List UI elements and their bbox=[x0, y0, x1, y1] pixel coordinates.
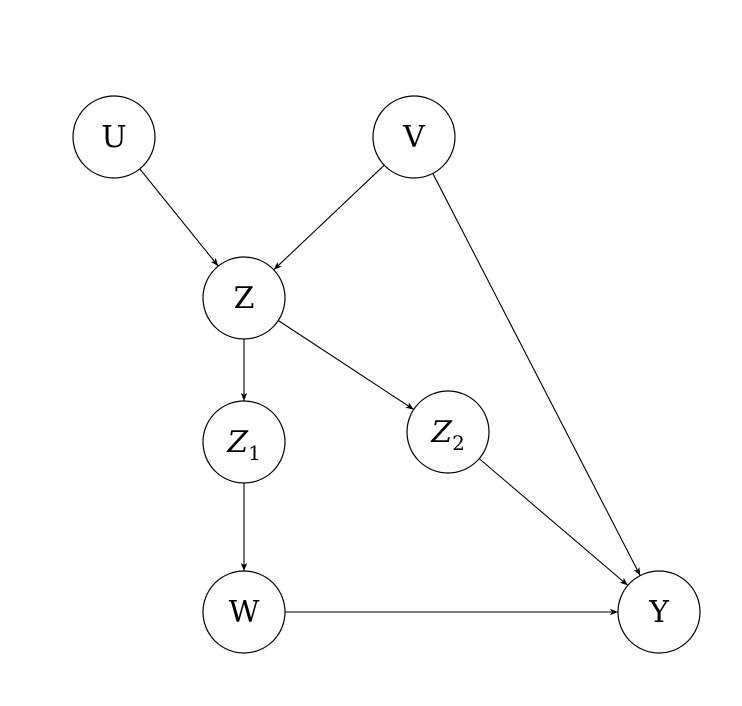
node-w: W bbox=[202, 570, 286, 654]
node-circle bbox=[617, 570, 701, 654]
edge-v-to-y bbox=[432, 173, 641, 576]
node-z2: Z2 bbox=[406, 390, 490, 474]
node-circle bbox=[202, 570, 286, 654]
node-label: Z2 bbox=[430, 415, 465, 455]
node-label-text: Z bbox=[430, 415, 453, 450]
node-circle bbox=[372, 95, 456, 179]
edge-u-to-z bbox=[139, 168, 219, 267]
node-v: V bbox=[372, 95, 456, 179]
node-label: Z bbox=[234, 281, 255, 316]
node-label-subscript: 1 bbox=[248, 441, 261, 465]
edge-z-to-z2 bbox=[277, 320, 415, 410]
node-z: Z bbox=[202, 256, 286, 340]
node-circle bbox=[406, 390, 490, 474]
edges bbox=[139, 164, 641, 616]
node-label-text: Z bbox=[234, 281, 255, 316]
node-label-text: Z bbox=[226, 425, 249, 460]
node-label-subscript: 2 bbox=[452, 431, 465, 455]
node-circle bbox=[202, 256, 286, 340]
node-z1: Z1 bbox=[202, 400, 286, 484]
node-label: U bbox=[101, 120, 126, 155]
node-label-text: W bbox=[229, 595, 260, 630]
node-circle bbox=[72, 95, 156, 179]
edge-z2-to-y bbox=[478, 458, 629, 586]
node-label: Y bbox=[648, 595, 670, 630]
node-y: Y bbox=[617, 570, 701, 654]
node-circle bbox=[202, 400, 286, 484]
node-label-text: V bbox=[402, 120, 426, 155]
edge-v-to-z bbox=[273, 164, 385, 271]
node-label: W bbox=[229, 595, 260, 630]
node-label: Z1 bbox=[226, 425, 261, 465]
node-label-text: U bbox=[101, 120, 126, 155]
node-label-text: Y bbox=[648, 595, 670, 630]
node-u: U bbox=[72, 95, 156, 179]
node-label: V bbox=[402, 120, 426, 155]
